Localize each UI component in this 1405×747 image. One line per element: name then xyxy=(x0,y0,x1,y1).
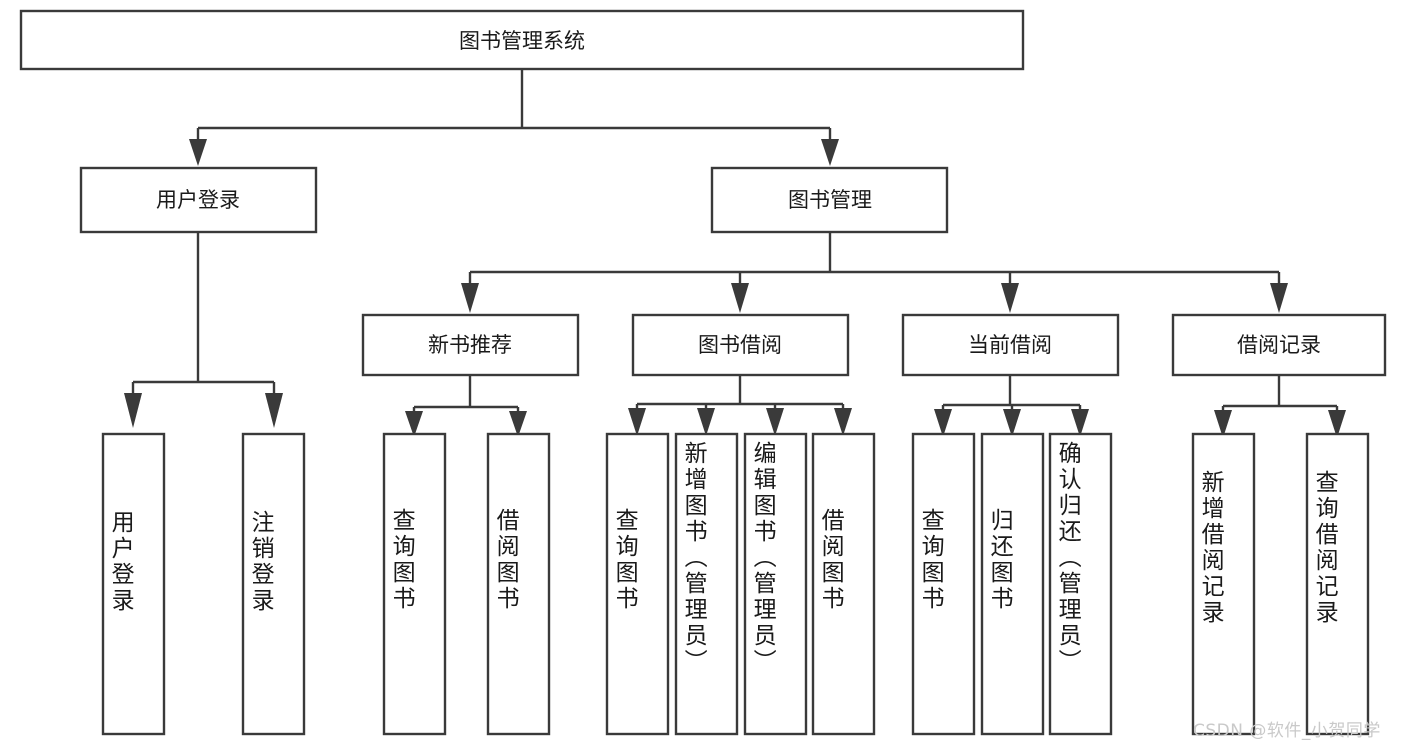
node-book-borrow-label: 图书借阅 xyxy=(698,333,782,357)
arrow-head-book-borrow xyxy=(731,283,749,313)
node-borrow-record-box[interactable] xyxy=(1171,313,1387,377)
arrow-head-book-manage xyxy=(821,139,839,166)
node-leaf-borrow-book-1-box[interactable] xyxy=(486,432,551,736)
node-leaf-return-book-box[interactable] xyxy=(980,432,1045,736)
node-leaf-confirm-return-box[interactable] xyxy=(1048,432,1113,736)
arrow-head-leaf-query-record xyxy=(1328,410,1346,438)
arrow-head-user-login xyxy=(189,139,207,166)
node-book-borrow-box[interactable] xyxy=(631,313,850,377)
arrow-head-leaf-add-record xyxy=(1214,410,1232,438)
node-leaf-logout-box[interactable] xyxy=(241,432,306,736)
node-book-manage-label: 图书管理 xyxy=(788,188,872,212)
connector-group-current-borrow-to-leaves xyxy=(934,376,1089,437)
node-leaf-query-book-3-box[interactable] xyxy=(911,432,976,736)
arrow-head-leaf-borrow-book-1 xyxy=(509,411,527,437)
node-leaf-user-login-box[interactable] xyxy=(101,432,166,736)
node-leaf-edit-book-box[interactable] xyxy=(743,432,808,736)
node-current-borrow-box[interactable] xyxy=(901,313,1120,377)
arrow-head-leaf-user-login xyxy=(124,393,142,428)
arrow-head-leaf-query-book-2 xyxy=(628,408,646,436)
node-current-borrow-label: 当前借阅 xyxy=(968,333,1052,357)
arrow-head-new-book-recommend xyxy=(461,283,479,313)
node-borrow-record-label: 借阅记录 xyxy=(1237,333,1321,357)
node-leaf-query-book-2-box[interactable] xyxy=(605,432,670,736)
node-leaf-borrow-book-2-box[interactable] xyxy=(811,432,876,736)
connector-group-book-borrow-to-leaves xyxy=(628,376,852,436)
node-new-book-recommend-label: 新书推荐 xyxy=(428,333,512,357)
node-root-box[interactable] xyxy=(19,9,1025,71)
connector-group-user-login-to-leaves xyxy=(124,233,283,428)
node-root-label: 图书管理系统 xyxy=(459,29,585,53)
node-user-login-label: 用户登录 xyxy=(156,188,240,212)
node-new-book-recommend-box[interactable] xyxy=(361,313,580,377)
connector-group-borrow-record-to-leaves xyxy=(1214,376,1346,438)
arrow-head-leaf-logout xyxy=(265,393,283,428)
arrow-head-leaf-edit-book xyxy=(766,408,784,436)
connector-group-book-manage-to-level3 xyxy=(461,233,1288,313)
connector-group-new-book-recommend-to-leaves xyxy=(405,376,527,437)
arrow-head-leaf-borrow-book-2 xyxy=(834,408,852,436)
arrow-head-borrow-record xyxy=(1270,283,1288,313)
arrow-head-current-borrow xyxy=(1001,283,1019,313)
node-leaf-query-record-box[interactable] xyxy=(1305,432,1370,736)
arrow-head-leaf-return-book xyxy=(1003,409,1021,437)
arrow-head-leaf-confirm-return xyxy=(1071,409,1089,437)
node-book-manage-box[interactable] xyxy=(710,166,949,234)
arrow-head-leaf-add-book xyxy=(697,408,715,436)
node-leaf-query-book-1-box[interactable] xyxy=(382,432,447,736)
node-leaf-add-book-box[interactable] xyxy=(674,432,739,736)
node-user-login-box[interactable] xyxy=(79,166,318,234)
arrow-head-leaf-query-book-1 xyxy=(405,411,423,437)
connector-group-root-to-level2 xyxy=(189,70,839,166)
arrow-head-leaf-query-book-3 xyxy=(934,409,952,437)
node-leaf-add-record-box[interactable] xyxy=(1191,432,1256,736)
